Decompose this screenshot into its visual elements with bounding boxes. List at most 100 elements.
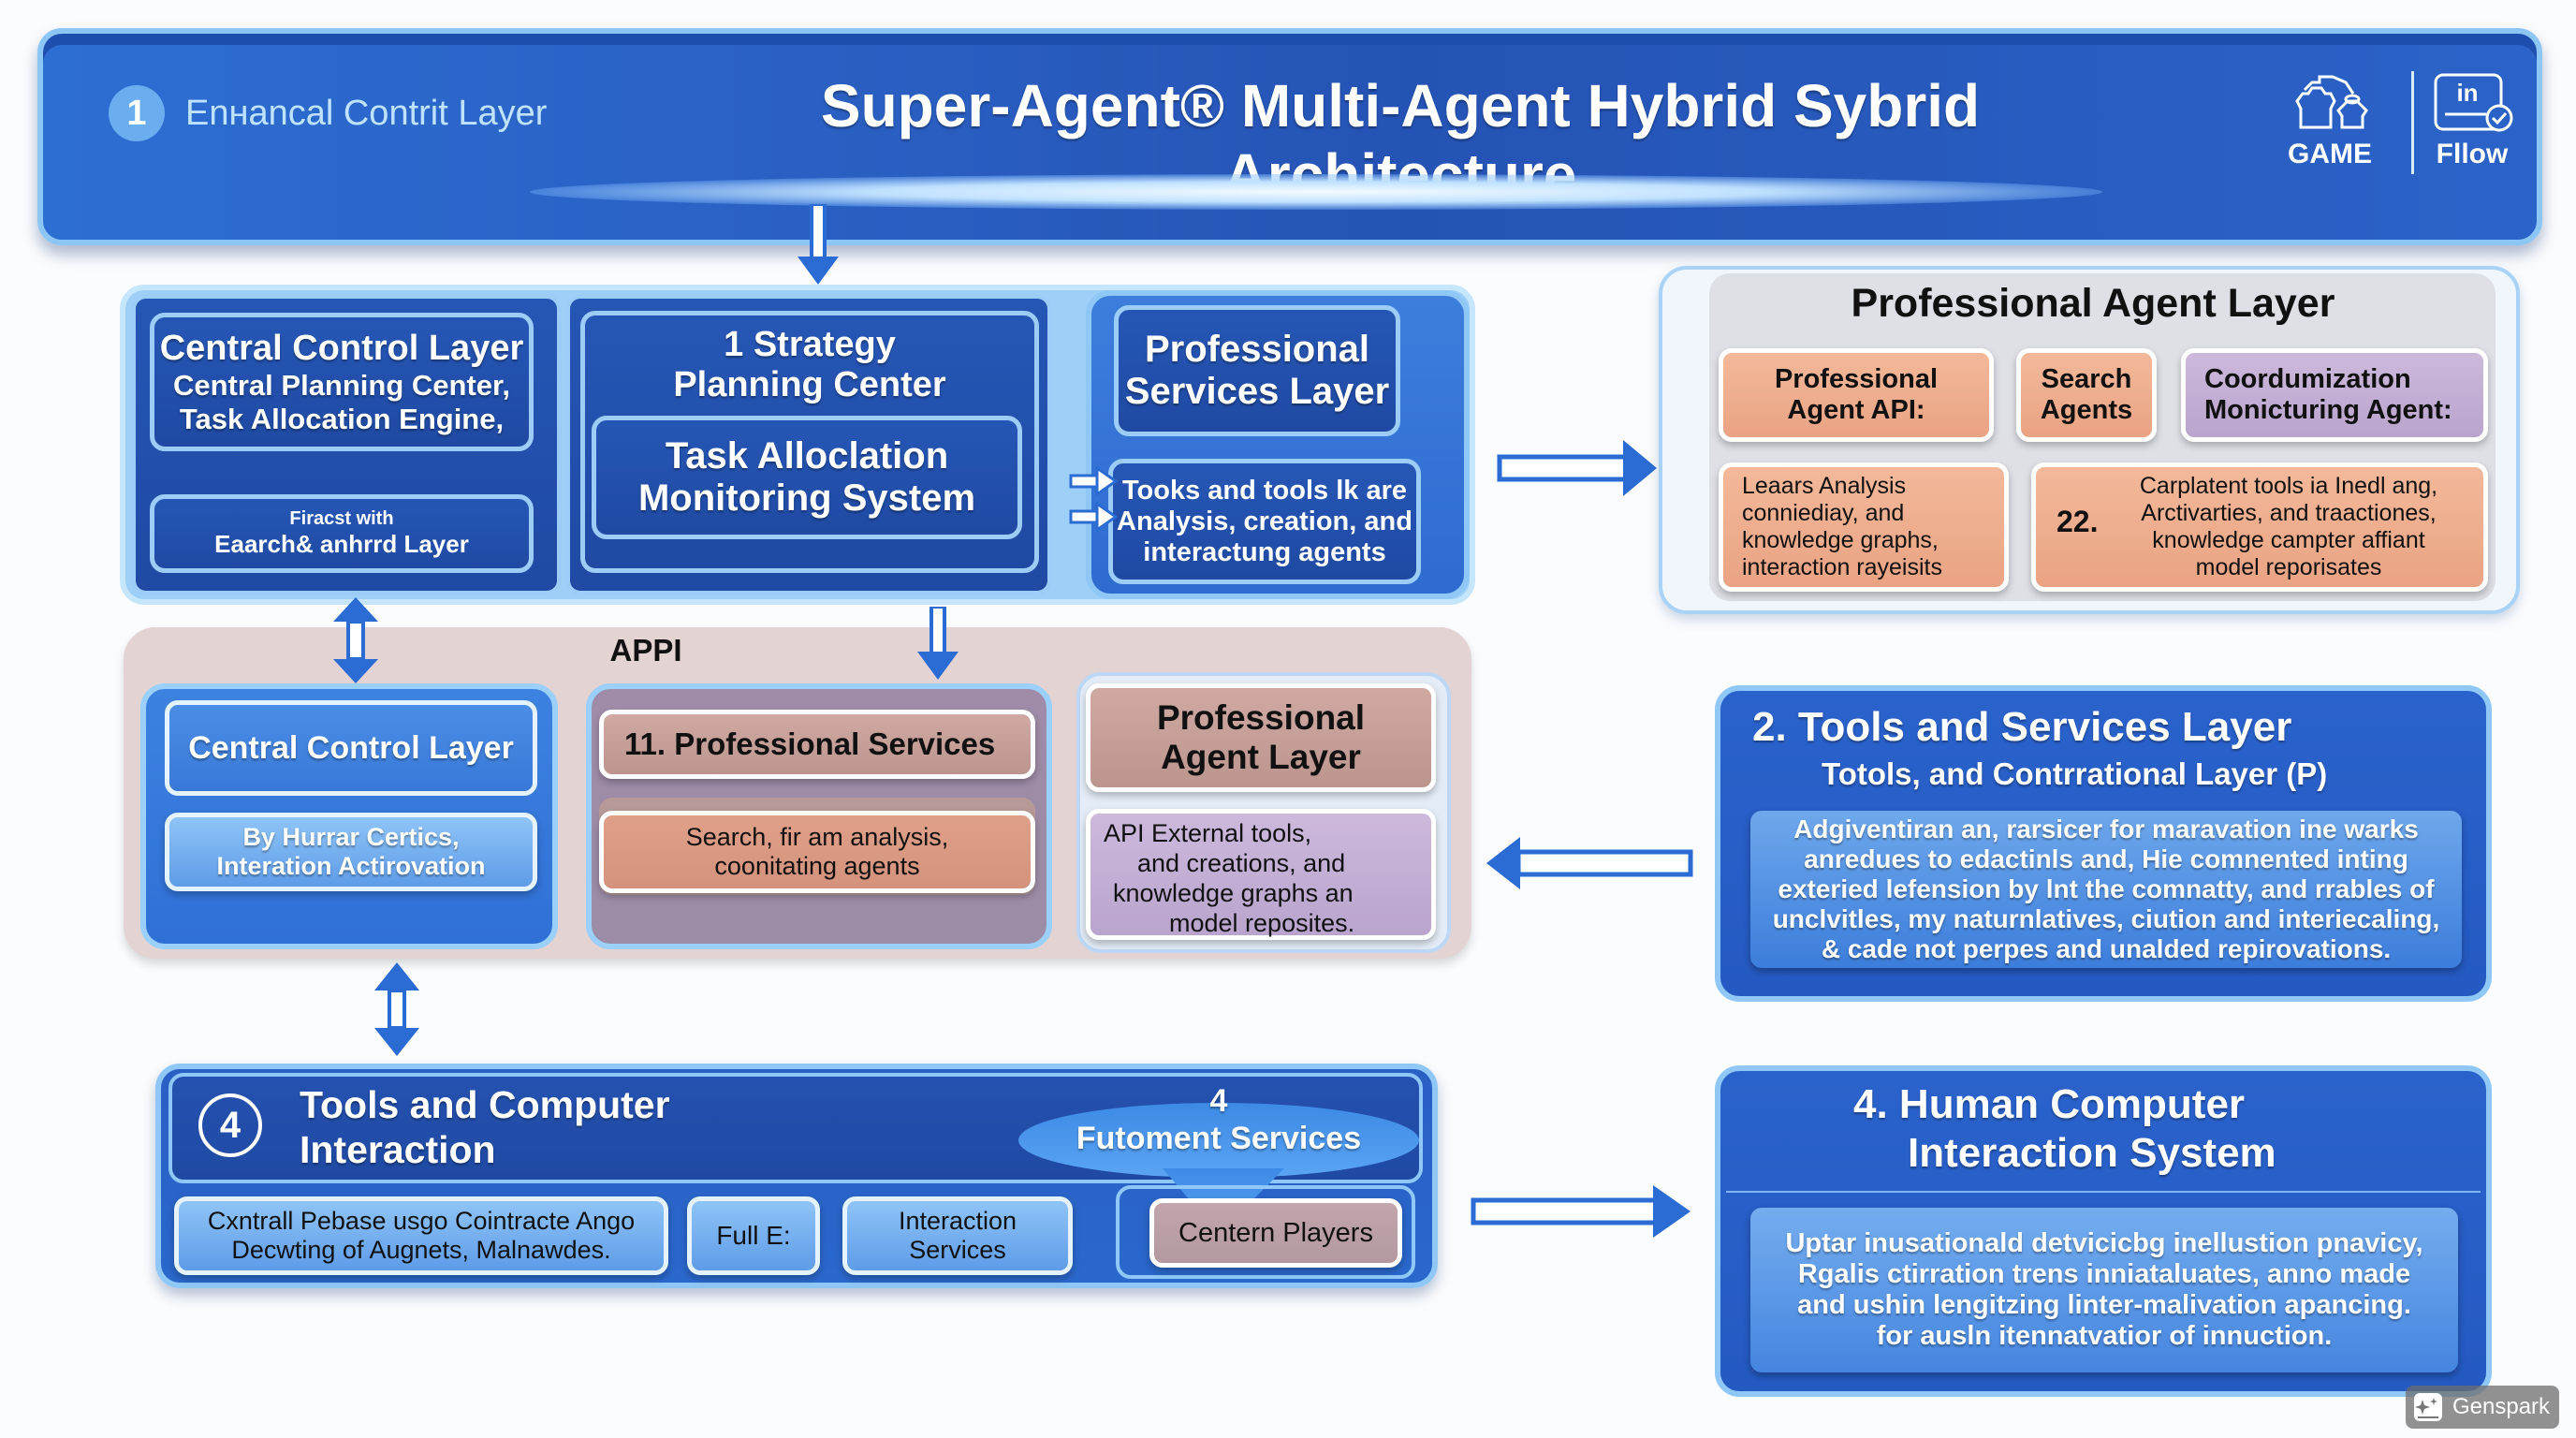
- card-line: Coordumization: [2204, 364, 2411, 394]
- description-line: and ushin lengitzing linter-malivation a…: [1797, 1290, 2411, 1320]
- interaction-services-card[interactable]: Interaction Services: [842, 1196, 1073, 1275]
- linkedin-flow-icon[interactable]: in: [2430, 71, 2514, 139]
- card-line: Agents: [2040, 395, 2133, 425]
- central-control-middle-card[interactable]: Central Control Layer: [165, 700, 537, 796]
- human-interaction-line2: Interation Actirovation: [216, 852, 486, 880]
- professional-services-card[interactable]: Professional Services Layer: [1114, 305, 1400, 436]
- callout-text: Futoment Services: [1076, 1121, 1362, 1156]
- professional-services-middle-card[interactable]: 11. Professional Services: [599, 710, 1035, 779]
- detail-line: model reporisates: [2195, 554, 2382, 580]
- tools-computer-title-line2: Interaction: [300, 1128, 496, 1171]
- card-line: Decwting of Augnets, Malnawdes.: [231, 1236, 611, 1264]
- full-e-card[interactable]: Full E:: [687, 1196, 820, 1275]
- card-line: Monicturing Agent:: [2204, 395, 2452, 425]
- description-line: Uptar inusationald detvicicbg inellustio…: [1785, 1228, 2423, 1258]
- title-glow-decoration: [530, 174, 2102, 210]
- double-right-arrow-icon: [1069, 466, 1118, 533]
- arrow-down-icon: [798, 204, 839, 285]
- central-control-card[interactable]: Central Control Layer Central Planning C…: [150, 313, 534, 451]
- header-icon-divider: [2411, 71, 2414, 174]
- callout-label: 4 Futoment Services: [1013, 1082, 1425, 1157]
- step-number-badge: 4: [198, 1093, 262, 1157]
- central-database-card[interactable]: Cxntrall Pebase usgo Cointracte Ango Dec…: [174, 1196, 668, 1275]
- search-layer-card[interactable]: Firacst with Eaarch& anhrrd Layer: [150, 494, 534, 573]
- detail-line: conniediay, and: [1742, 500, 1905, 526]
- description-line: anredues to edactinls and, Hie comnented…: [1804, 844, 2408, 873]
- genspark-watermark[interactable]: Genspark: [2406, 1386, 2559, 1429]
- arrow-right-icon: [1471, 1185, 1690, 1238]
- search-layer-line2: Eaarch& anhrrd Layer: [214, 530, 469, 558]
- detail-line: Arctivarties, and traactiones,: [2141, 500, 2437, 526]
- description-line: for ausln itennatvatior of innuction.: [1876, 1321, 2333, 1351]
- strategy-title-line2: Planning Center: [673, 365, 946, 404]
- task-allocation-line2: Monitoring System: [637, 477, 976, 519]
- professional-agent-middle-card[interactable]: Professional Agent Layer: [1086, 683, 1436, 792]
- card-line: Professional: [1774, 364, 1939, 394]
- detail-line: interaction rayeisits: [1742, 554, 1942, 580]
- tools-computer-title-line1: Tools and Computer: [300, 1083, 670, 1126]
- description-line: & cade not perpes and unalded repirovati…: [1821, 934, 2392, 963]
- search-analysis-line1: Search, fir am analysis,: [685, 823, 949, 851]
- professional-services-title-line2: Services Layer: [1124, 371, 1390, 412]
- coordination-monitoring-agent-card[interactable]: Coordumization Monicturing Agent:: [2181, 348, 2488, 442]
- hci-title-line1: 4. Human Computer: [1853, 1081, 2246, 1127]
- search-analysis-line2: coonitating agents: [714, 852, 920, 880]
- card-line: Interaction: [898, 1207, 1017, 1235]
- bidirectional-arrow-icon: [374, 962, 419, 1056]
- tools-services-layer-subtitle: Totols, and Contrrational Layer (P): [1822, 756, 2328, 791]
- tools-detail-card[interactable]: Tooks and tools lk are Analysis, creatio…: [1108, 459, 1421, 584]
- hci-description: Uptar inusationald detvicicbg inellustio…: [1750, 1208, 2458, 1372]
- search-layer-line1: Firacst with: [289, 508, 394, 529]
- description-line: exteried lefension by lnt the comnatty, …: [1778, 874, 2435, 903]
- hci-system-title: 4. Human Computer Interaction System: [1715, 1080, 2464, 1178]
- game-icon[interactable]: [2288, 69, 2372, 135]
- task-allocation-line1: Task Alloclation: [665, 435, 949, 477]
- tools-detail-line: interactung agents: [1143, 536, 1386, 567]
- callout-number: 4: [1209, 1083, 1228, 1119]
- detail-number: 22.: [2056, 505, 2099, 538]
- step-number-badge: 1: [109, 85, 165, 141]
- header-banner: 1 Enнancal Contrit Layer Super-Agent® Mu…: [37, 28, 2542, 245]
- center-players-card[interactable]: Centern Players: [1149, 1198, 1402, 1268]
- professional-agent-layer-title: Professional Agent Layer: [1851, 281, 2335, 326]
- external-tools-line: and creations, and: [1137, 849, 1346, 877]
- detail-line: Carplatent tools ia Inedl ang,: [2139, 473, 2438, 499]
- search-analysis-card[interactable]: Search, fir am analysis, coonitating age…: [599, 811, 1035, 893]
- analysis-detail-card[interactable]: Leaars Analysis conniediay, and knowledg…: [1719, 462, 2009, 592]
- sparkle-icon: [2414, 1393, 2442, 1421]
- human-interaction-card[interactable]: By Hurrar Certics, Interation Actirovati…: [165, 813, 537, 891]
- detail-line: knowledge campter affiant: [2152, 527, 2425, 553]
- tools-detail-line: Tooks and tools lk are: [1121, 475, 1408, 506]
- human-interaction-line1: By Hurrar Certics,: [242, 823, 460, 851]
- description-line: unclvitles, my naturnlatives, ciution an…: [1772, 904, 2440, 933]
- professional-services-title-line1: Professional: [1144, 329, 1370, 370]
- hci-title-line2: Interaction System: [1908, 1130, 2276, 1176]
- bidirectional-arrow-icon: [333, 597, 378, 683]
- central-control-line: Central Planning Center,: [172, 368, 510, 402]
- professional-agent-title-line2: Agent Layer: [1161, 738, 1361, 776]
- flow-label: Fllow: [2436, 139, 2509, 169]
- search-agents-card[interactable]: Search Agents: [2016, 348, 2157, 442]
- arrow-right-icon: [1497, 440, 1657, 496]
- arrow-down-icon: [917, 607, 959, 680]
- arrow-left-icon: [1486, 837, 1693, 889]
- description-line: Rgalis ctirration trens inniataluates, a…: [1797, 1259, 2411, 1289]
- game-label: GAME: [2288, 139, 2372, 169]
- tools-computer-title: Tools and Computer Interaction: [300, 1082, 670, 1172]
- external-tools-card[interactable]: API External tools, and creations, and k…: [1086, 809, 1436, 940]
- professional-agent-api-card[interactable]: Professional Agent API:: [1719, 348, 1994, 442]
- card-line: Full E:: [716, 1221, 791, 1250]
- task-allocation-monitoring-card[interactable]: Task Alloclation Monitoring System: [592, 416, 1022, 539]
- svg-text:in: in: [2456, 79, 2478, 107]
- central-control-title: Central Control Layer: [159, 328, 524, 368]
- header-subtitle: Enнancal Contrit Layer: [185, 94, 548, 133]
- card-line: Search: [2041, 364, 2132, 394]
- strategy-title-line1: 1 Strategy: [724, 325, 896, 364]
- detail-line: Leaars Analysis: [1742, 473, 1907, 499]
- watermark-label: Genspark: [2452, 1394, 2551, 1419]
- external-tools-line: API External tools,: [1104, 819, 1312, 847]
- tools-services-layer-title: 2. Tools and Services Layer: [1752, 704, 2292, 750]
- api-label: APPI: [609, 633, 682, 668]
- tools-detail-card-right[interactable]: 22. Carplatent tools ia Inedl ang, Arcti…: [2031, 462, 2488, 592]
- central-control-middle-title: Central Control Layer: [188, 729, 514, 766]
